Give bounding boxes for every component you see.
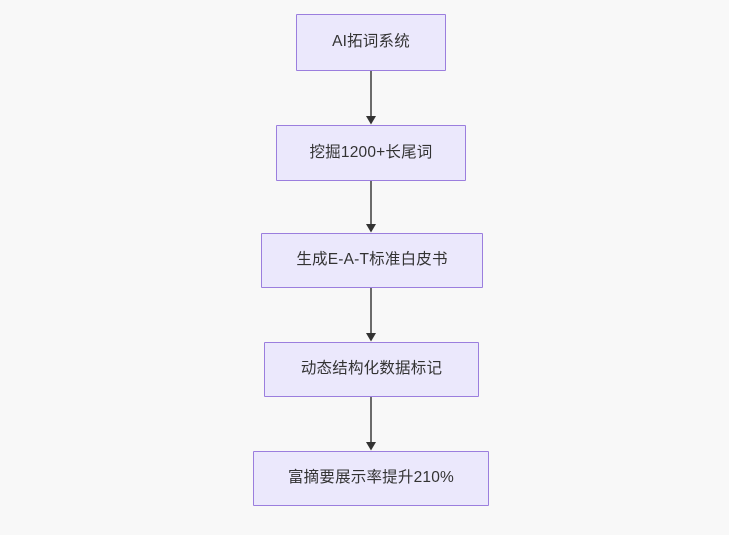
flow-connector bbox=[363, 71, 379, 125]
flow-node[interactable]: 动态结构化数据标记 bbox=[264, 342, 479, 397]
flow-node[interactable]: 生成E-A-T标准白皮书 bbox=[261, 233, 483, 288]
flow-node-label: 生成E-A-T标准白皮书 bbox=[296, 251, 448, 269]
flow-connector bbox=[363, 181, 379, 233]
flow-node-label: 挖掘1200+长尾词 bbox=[309, 143, 433, 161]
flow-node[interactable]: 富摘要展示率提升210% bbox=[253, 451, 489, 506]
arrowhead-icon bbox=[366, 442, 376, 451]
flow-node[interactable]: 挖掘1200+长尾词 bbox=[276, 125, 466, 181]
arrowhead-icon bbox=[366, 116, 376, 125]
flow-node-label: 动态结构化数据标记 bbox=[300, 360, 443, 378]
arrowhead-icon bbox=[366, 333, 376, 342]
flow-node-label: AI拓词系统 bbox=[332, 33, 410, 51]
flow-node-label: 富摘要展示率提升210% bbox=[287, 469, 455, 487]
arrowhead-icon bbox=[366, 224, 376, 233]
flow-connector bbox=[363, 397, 379, 451]
flow-connector bbox=[363, 288, 379, 342]
flow-node[interactable]: AI拓词系统 bbox=[296, 14, 446, 71]
